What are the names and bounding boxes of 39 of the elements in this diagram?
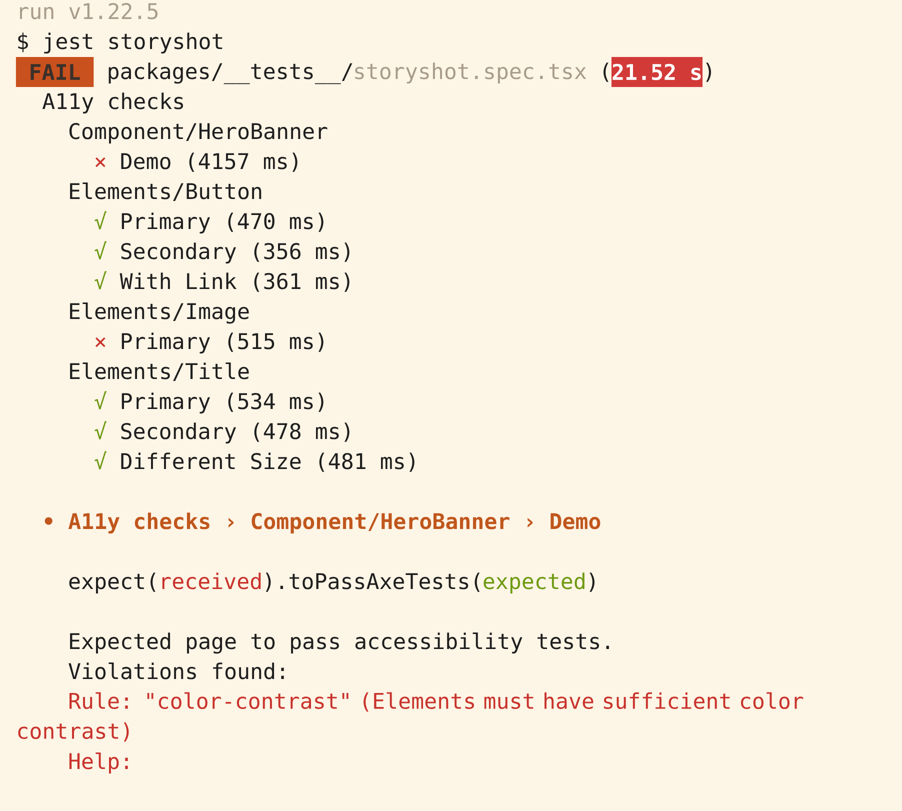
pass-mark: √ xyxy=(94,211,106,230)
help-text: Help: xyxy=(69,752,128,774)
file-path: packages/__tests__/ xyxy=(108,62,352,84)
test-name: Secondary (478 ms) xyxy=(121,422,350,444)
group-name: Elements/Title xyxy=(70,362,249,382)
pass-mark: √ xyxy=(94,421,106,440)
group-name: Elements/Image xyxy=(70,302,249,324)
parenthesis: ( xyxy=(604,62,608,82)
group-name: Component/HeroBanner xyxy=(69,122,328,144)
pass-mark: √ xyxy=(94,241,106,260)
suite-name: A11y checks xyxy=(42,92,183,114)
test-name: Secondary (356 ms) xyxy=(121,242,350,264)
code-text: received xyxy=(162,572,261,590)
fail-mark: × xyxy=(95,337,106,348)
test-name: Primary (470 ms) xyxy=(122,212,324,234)
test-name: Different Size (481 ms) xyxy=(121,452,414,472)
test-name: With Link (361 ms) xyxy=(120,272,350,292)
file-name: storyshot.spec.tsx xyxy=(355,62,586,84)
pass-mark: √ xyxy=(94,391,106,410)
code-text: expected xyxy=(484,572,584,594)
code-text: ).toPassAxeTests( xyxy=(266,572,480,592)
rule-text: Rule: "color-contrast" (Elements must have sufficient color contrast) xyxy=(18,692,804,742)
fail-mark: × xyxy=(95,157,106,168)
group-name: Elements/Button xyxy=(70,182,262,201)
duration-badge: 21.52 s xyxy=(612,57,703,87)
test-name: Primary (534 ms) xyxy=(122,392,324,414)
failure-heading: • A11y checks › Component/HeroBanner › Demo xyxy=(44,512,600,534)
test-name: Primary (515 ms) xyxy=(122,332,324,354)
message-text: Violations found: xyxy=(68,662,284,680)
code-text: expect( xyxy=(69,572,156,594)
pass-mark: √ xyxy=(94,451,106,470)
code-text: ) xyxy=(590,572,595,592)
version-text: run v1.22.5 xyxy=(20,2,158,20)
status-badge: FAIL xyxy=(16,57,94,87)
parenthesis: ) xyxy=(706,62,712,82)
pass-mark: √ xyxy=(94,271,106,290)
command-text: $ jest storyshot xyxy=(18,32,222,54)
message-text: Expected page to pass accessibility tests. xyxy=(70,632,609,654)
test-name: Demo (4157 ms) xyxy=(121,152,298,172)
